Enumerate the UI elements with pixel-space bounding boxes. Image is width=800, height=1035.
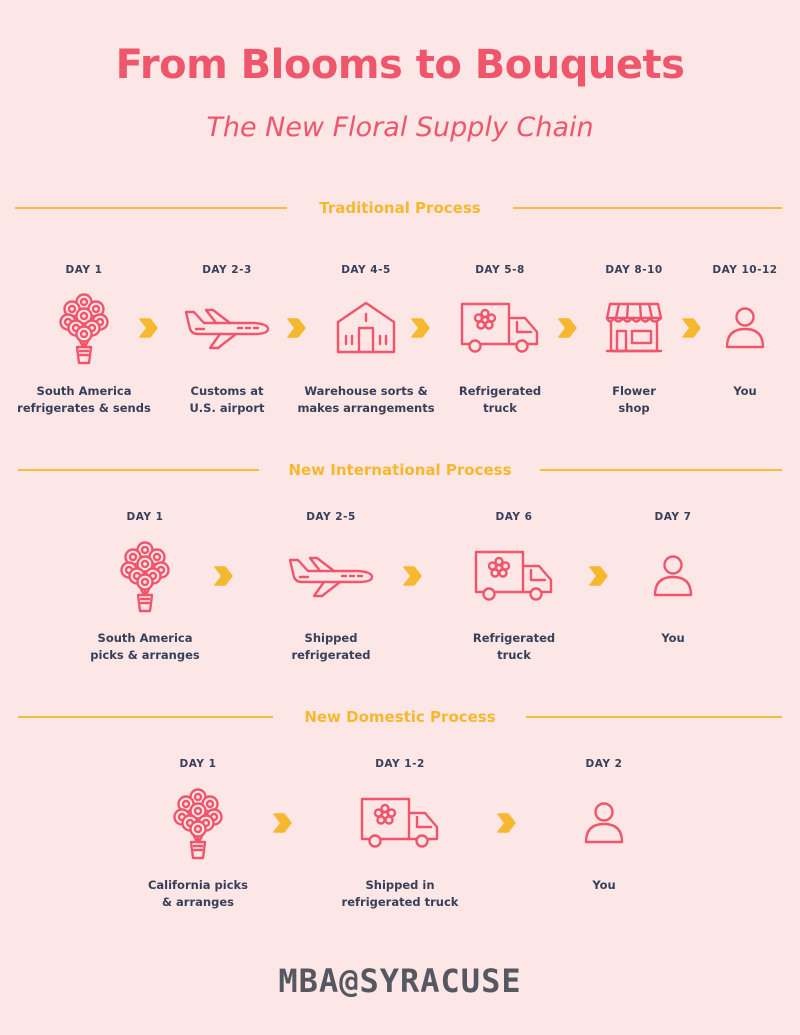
- step-day: DAY 1: [179, 758, 217, 770]
- step-label-line1: California picks: [147, 878, 249, 892]
- airplane-icon: [286, 554, 376, 598]
- step-label-line1: You: [733, 384, 757, 398]
- step-label-line2: & arranges: [162, 895, 234, 909]
- step-label: Warehouse sorts & makes arrangements: [291, 383, 441, 417]
- truck-icon: [473, 548, 555, 604]
- step-label-line1: Warehouse sorts &: [304, 384, 428, 398]
- step-label-line1: Refrigerated: [458, 384, 542, 398]
- step-day: DAY 2: [585, 758, 623, 770]
- step-label-line2: shop: [618, 401, 650, 415]
- step-label-line2: refrigerated truck: [341, 895, 459, 909]
- step-label-line2: picks & arranges: [90, 648, 200, 662]
- step-label: Customs at U.S. airport: [152, 383, 302, 417]
- bouquet-icon: [117, 537, 173, 615]
- step-label: Flower shop: [559, 383, 709, 417]
- section-divider-left: [15, 207, 287, 209]
- section-header: New Domestic Process: [0, 705, 800, 729]
- arrow-chevron-icon: [586, 565, 608, 587]
- section-divider-left: [18, 469, 259, 471]
- step-label-line2: refrigerated: [291, 648, 371, 662]
- step-label-line1: South America: [36, 384, 132, 398]
- step-day: DAY 1-2: [375, 758, 425, 770]
- bouquet-icon: [170, 784, 226, 862]
- arrow-chevron-icon: [400, 565, 422, 587]
- person-icon: [724, 306, 766, 350]
- step-label-line1: Refrigerated: [472, 631, 556, 645]
- page-subtitle: The New Floral Supply Chain: [206, 112, 594, 143]
- arrow-chevron-icon: [284, 317, 306, 339]
- step-label-line2: refrigerates & sends: [17, 401, 151, 415]
- step-label-line2: U.S. airport: [189, 401, 265, 415]
- step-label-line1: You: [592, 878, 616, 892]
- section-divider-right: [513, 207, 782, 209]
- section-header: New International Process: [0, 458, 800, 482]
- section-divider-left: [18, 716, 273, 718]
- step-label-line1: Shipped: [304, 631, 358, 645]
- arrow-chevron-icon: [679, 317, 701, 339]
- arrow-chevron-icon: [211, 565, 233, 587]
- section-divider-right: [526, 716, 782, 718]
- airplane-icon: [182, 306, 272, 350]
- step-day: DAY 6: [495, 511, 533, 523]
- step-day: DAY 10-12: [712, 264, 778, 276]
- step-label-line1: Customs at: [190, 384, 264, 398]
- step-day: DAY 2-5: [306, 511, 356, 523]
- section-divider-right: [540, 469, 782, 471]
- step-day: DAY 1: [65, 264, 103, 276]
- step-label: Refrigerated truck: [439, 630, 589, 664]
- step-label: You: [598, 630, 748, 647]
- warehouse-icon: [334, 300, 398, 356]
- step-label-line1: Flower: [612, 384, 656, 398]
- section-title: New Domestic Process: [304, 708, 496, 726]
- arrow-chevron-icon: [555, 317, 577, 339]
- arrow-chevron-icon: [408, 317, 430, 339]
- step-label: Refrigerated truck: [425, 383, 575, 417]
- brand-logo-text: MBA@SYRACUSE: [278, 962, 522, 1000]
- step-day: DAY 5-8: [475, 264, 525, 276]
- step-label: South America picks & arranges: [70, 630, 220, 664]
- bouquet-icon: [56, 289, 112, 367]
- step-day: DAY 2-3: [202, 264, 252, 276]
- arrow-chevron-icon: [270, 812, 292, 834]
- arrow-chevron-icon: [136, 317, 158, 339]
- truck-icon: [459, 300, 541, 356]
- step-label-line1: You: [661, 631, 685, 645]
- step-day: DAY 1: [126, 511, 164, 523]
- step-label: South America refrigerates & sends: [9, 383, 159, 417]
- section-header: Traditional Process: [0, 196, 800, 220]
- step-label: You: [670, 383, 800, 400]
- person-icon: [583, 801, 625, 845]
- shop-icon: [604, 301, 664, 355]
- step-label-line2: truck: [483, 401, 517, 415]
- step-day: DAY 4-5: [341, 264, 391, 276]
- person-icon: [652, 554, 694, 598]
- section-title: Traditional Process: [319, 199, 481, 217]
- page-title: From Blooms to Bouquets: [115, 42, 685, 88]
- step-label-line1: South America: [97, 631, 193, 645]
- step-label-line2: truck: [497, 648, 531, 662]
- truck-icon: [359, 795, 441, 851]
- step-label: Shipped refrigerated: [256, 630, 406, 664]
- step-label: Shipped in refrigerated truck: [325, 877, 475, 911]
- arrow-chevron-icon: [494, 812, 516, 834]
- step-day: DAY 8-10: [605, 264, 663, 276]
- step-label-line2: makes arrangements: [297, 401, 435, 415]
- step-label: You: [529, 877, 679, 894]
- step-label-line1: Shipped in: [365, 878, 435, 892]
- step-label: California picks & arranges: [123, 877, 273, 911]
- step-day: DAY 7: [654, 511, 692, 523]
- section-title: New International Process: [288, 461, 512, 479]
